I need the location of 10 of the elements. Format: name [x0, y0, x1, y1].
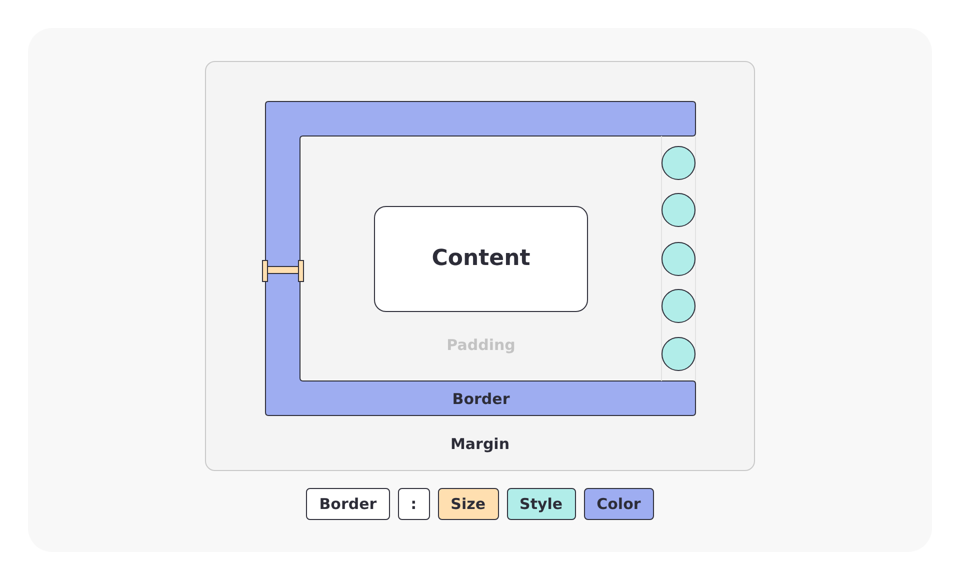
border-label: Border	[452, 389, 510, 409]
property-tag: Border	[306, 488, 390, 520]
legend-tag: Size	[438, 488, 499, 520]
content-box	[374, 206, 588, 312]
margin-box	[205, 61, 755, 471]
colon-tag: :	[398, 488, 430, 520]
content-label: Content	[432, 245, 530, 273]
legend-tag: Color	[584, 488, 654, 520]
margin-label: Margin	[450, 434, 510, 454]
legend-tag: Style	[506, 488, 576, 520]
